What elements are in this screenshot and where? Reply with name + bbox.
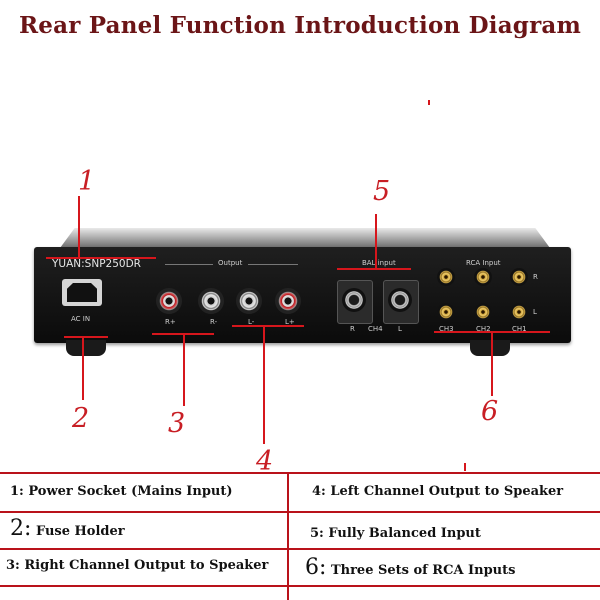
callout-number-1: 1 xyxy=(78,166,96,197)
output-jack-l-plus xyxy=(275,288,301,314)
xlr-connector-left xyxy=(388,288,412,312)
rca-input-ch3-r xyxy=(437,268,455,286)
callout-underline-1 xyxy=(46,257,156,259)
callout-line-6 xyxy=(491,332,493,396)
callout-line-3 xyxy=(183,334,185,406)
legend-item-6: 6: Three Sets of RCA Inputs xyxy=(305,555,515,580)
jack-label-r-minus: R- xyxy=(210,318,218,326)
callout-underline-2 xyxy=(64,336,108,338)
output-jack-r-plus xyxy=(156,288,182,314)
legend-item-4-num: 4: xyxy=(312,484,326,499)
legend-rule-3 xyxy=(0,585,600,587)
xlr-label-l: L xyxy=(398,325,402,333)
output-label: Output xyxy=(218,259,243,267)
red-speck-2 xyxy=(464,463,466,471)
model-label: YUAN:SNP250DR xyxy=(52,258,141,270)
legend-item-6-text: Three Sets of RCA Inputs xyxy=(326,563,516,578)
callout-underline-5 xyxy=(337,268,411,270)
red-speck xyxy=(428,100,430,105)
legend-item-5: 5: Fully Balanced Input xyxy=(310,526,481,541)
rca-side-r: R xyxy=(533,273,538,281)
callout-underline-6 xyxy=(434,331,550,333)
callout-number-2: 2 xyxy=(72,403,90,434)
power-socket xyxy=(62,279,102,306)
bal-input-label: BAL input xyxy=(362,259,396,267)
ac-in-label: AC IN xyxy=(71,315,91,323)
legend-divider xyxy=(287,472,289,600)
legend-item-2-text: Fuse Holder xyxy=(31,524,125,539)
diagram-title: Rear Panel Function Introduction Diagram xyxy=(18,12,582,39)
callout-number-6: 6 xyxy=(481,396,499,427)
amplifier-rear-panel xyxy=(34,247,571,343)
rca-input-ch2-l xyxy=(474,303,492,321)
jack-label-r-plus: R+ xyxy=(165,318,176,326)
legend-item-2-num: 2: xyxy=(10,516,32,541)
rca-side-l: L xyxy=(533,308,537,316)
callout-line-1 xyxy=(78,196,80,258)
callout-underline-3 xyxy=(152,333,214,335)
rca-input-ch1-r xyxy=(510,268,528,286)
amplifier-foot-right xyxy=(470,340,510,356)
rca-input-ch2-r xyxy=(474,268,492,286)
legend-item-4: 4: Left Channel Output to Speaker xyxy=(312,484,563,499)
callout-line-2 xyxy=(82,336,84,400)
rca-input-label: RCA Input xyxy=(466,259,501,267)
xlr-label-r: R xyxy=(350,325,355,333)
jack-label-l-minus: L- xyxy=(248,318,255,326)
legend-item-6-num: 6: xyxy=(305,555,327,580)
jack-label-l-plus: L+ xyxy=(285,318,295,326)
legend-rule-2 xyxy=(0,548,600,550)
callout-underline-4 xyxy=(232,325,304,327)
amplifier-foot-left xyxy=(66,340,106,356)
callout-number-4: 4 xyxy=(256,446,274,477)
xlr-label-ch4: CH4 xyxy=(368,325,383,333)
legend-item-2: 2: Fuse Holder xyxy=(10,516,125,541)
output-jack-l-minus xyxy=(236,288,262,314)
xlr-connector-right xyxy=(342,288,366,312)
callout-line-5 xyxy=(375,214,377,270)
rca-label-ch2: CH2 xyxy=(476,325,491,333)
rca-input-ch1-l xyxy=(510,303,528,321)
rca-label-ch3: CH3 xyxy=(439,325,454,333)
legend-rule-top xyxy=(0,472,600,474)
legend-item-4-text: Left Channel Output to Speaker xyxy=(325,484,564,499)
rca-input-ch3-l xyxy=(437,303,455,321)
amplifier-top-edge xyxy=(60,228,550,248)
callout-number-3: 3 xyxy=(168,408,186,439)
callout-line-4 xyxy=(263,326,265,444)
rca-label-ch1: CH1 xyxy=(512,325,527,333)
legend-item-1: 1: Power Socket (Mains Input) xyxy=(10,484,233,499)
output-jack-r-minus xyxy=(198,288,224,314)
legend-item-3: 3: Right Channel Output to Speaker xyxy=(6,558,269,573)
callout-number-5: 5 xyxy=(373,176,391,207)
legend-rule-1 xyxy=(0,511,600,513)
